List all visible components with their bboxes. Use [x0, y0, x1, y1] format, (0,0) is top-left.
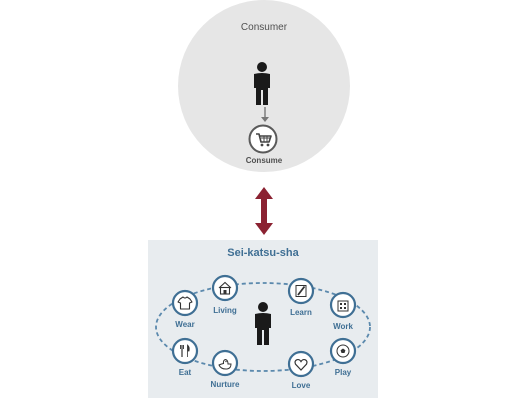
seikatsusha-title: Sei-katsu-sha [227, 247, 299, 259]
consumer-person-icon [254, 62, 270, 105]
shopping-cart-icon [248, 124, 278, 154]
seikatsusha-person-icon [255, 302, 271, 345]
arrow-down-icon [261, 107, 269, 122]
node-label-nurture: Nurture [210, 380, 240, 389]
heart-icon [287, 350, 315, 378]
seikatsusha-panel: Sei-katsu-sha Wear Living Learn Work [148, 240, 378, 398]
building-icon [329, 291, 357, 319]
tshirt-icon [171, 289, 199, 317]
consumer-circle: Consumer Consume [178, 0, 350, 172]
node-label-love: Love [291, 381, 311, 390]
lifestyle-loop [155, 282, 371, 372]
pencil-icon [287, 277, 315, 305]
fork-knife-icon [171, 337, 199, 365]
duck-icon [211, 349, 239, 377]
node-label-play: Play [334, 368, 352, 377]
node-label-work: Work [333, 322, 353, 331]
house-icon [211, 274, 239, 302]
consumer-title: Consumer [240, 22, 288, 33]
node-label-wear: Wear [175, 320, 195, 329]
node-label-living: Living [213, 306, 237, 315]
node-label-eat: Eat [178, 368, 192, 377]
ball-icon [329, 337, 357, 365]
node-label-learn: Learn [290, 308, 312, 317]
consume-label: Consume [245, 156, 283, 165]
double-arrow-icon [255, 187, 273, 235]
